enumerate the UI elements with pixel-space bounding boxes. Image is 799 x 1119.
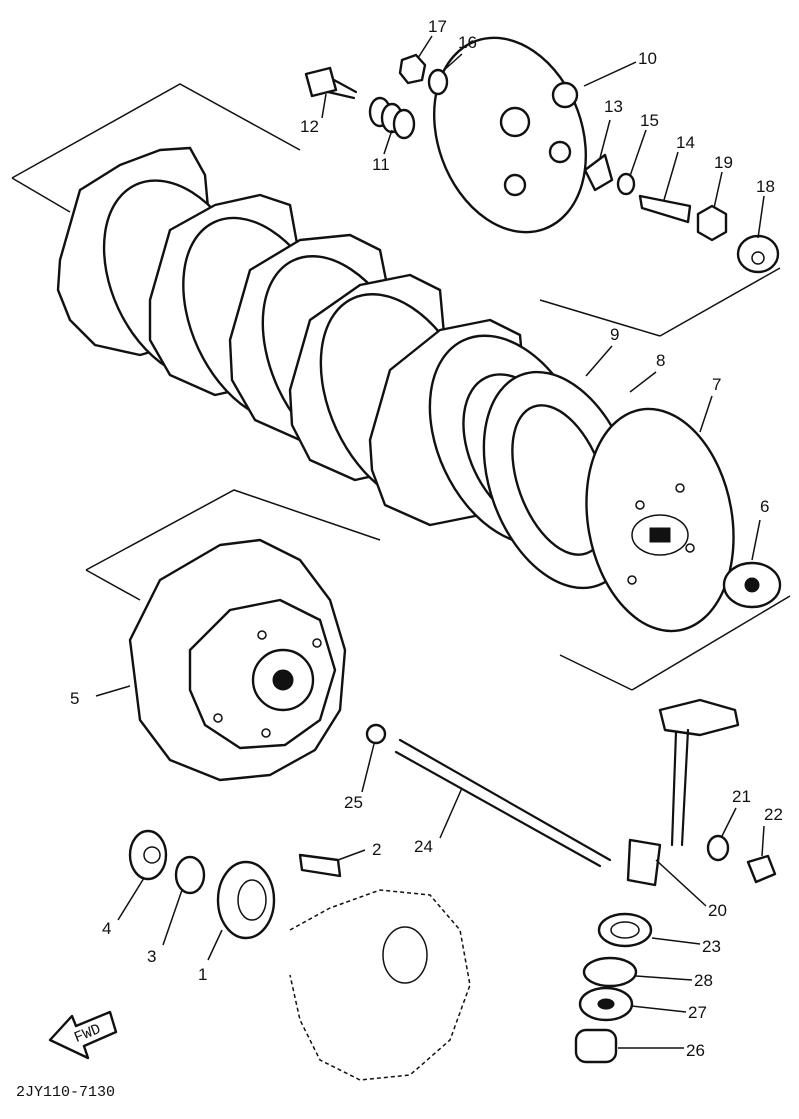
retaining-clip-part	[582, 956, 638, 988]
callout-2: 2	[372, 840, 381, 859]
callout-21: 21	[732, 787, 751, 806]
callout-17: 17	[428, 17, 447, 36]
callout-6: 6	[760, 497, 769, 516]
callout-13: 13	[604, 97, 623, 116]
lock-nut-part	[696, 204, 728, 242]
callout-23: 23	[702, 937, 721, 956]
pushrod-part	[583, 153, 614, 192]
push-lever-part	[626, 698, 740, 887]
callout-4: 4	[102, 919, 111, 938]
o-ring-part	[616, 172, 636, 196]
forward-direction-arrow: FWD	[48, 1010, 118, 1060]
torsion-spring-part	[597, 912, 653, 948]
callout-labels: 1 2 3 4 5 6 7 8 9 10 11 12 13 14 15 16 1…	[70, 17, 783, 1060]
lock-washer-part	[736, 234, 780, 274]
callout-27: 27	[688, 1003, 707, 1022]
upper-assembly-frame	[11, 83, 781, 337]
spring-part	[368, 96, 416, 140]
callout-1: 1	[198, 965, 207, 984]
ball-part	[365, 723, 387, 745]
pushrod-long-part	[394, 738, 612, 868]
callout-28: 28	[694, 971, 713, 990]
clutch-boss-part	[585, 407, 735, 633]
drawing-code: 2JY110-7130	[16, 1084, 115, 1101]
bush-part	[574, 1028, 618, 1064]
callout-18: 18	[756, 177, 775, 196]
crankshaft-outline	[289, 889, 471, 1081]
adjuster-screw-part	[638, 194, 692, 224]
lower-assembly-frame	[85, 489, 791, 691]
washer-small-part	[427, 68, 449, 96]
callout-3: 3	[147, 947, 156, 966]
leader-lines	[95, 35, 765, 1049]
callout-11: 11	[372, 155, 390, 174]
callout-10: 10	[638, 49, 657, 68]
key-part	[298, 853, 342, 878]
callout-25: 25	[344, 793, 363, 812]
spacer-part	[128, 829, 168, 881]
bolt-part	[304, 66, 358, 100]
nut-part	[398, 53, 427, 85]
pressure-plate-part	[432, 36, 588, 234]
callout-14: 14	[676, 133, 695, 152]
callout-26: 26	[686, 1041, 705, 1060]
circlip-part	[174, 855, 206, 895]
callout-7: 7	[712, 375, 721, 394]
washer-part	[722, 561, 782, 609]
callout-19: 19	[714, 153, 733, 172]
oil-seal-part	[578, 986, 634, 1022]
callout-24: 24	[414, 837, 433, 856]
callout-16: 16	[458, 33, 477, 52]
callout-20: 20	[708, 901, 727, 920]
screw-part	[746, 854, 777, 884]
callout-8: 8	[656, 351, 665, 370]
callout-22: 22	[764, 805, 783, 824]
washer-21-part	[706, 834, 730, 862]
callout-12: 12	[300, 117, 319, 136]
callout-9: 9	[610, 325, 619, 344]
primary-drive-gear-part	[216, 860, 276, 940]
callout-5: 5	[70, 689, 79, 708]
callout-15: 15	[640, 111, 659, 130]
clutch-housing-part	[128, 538, 347, 782]
